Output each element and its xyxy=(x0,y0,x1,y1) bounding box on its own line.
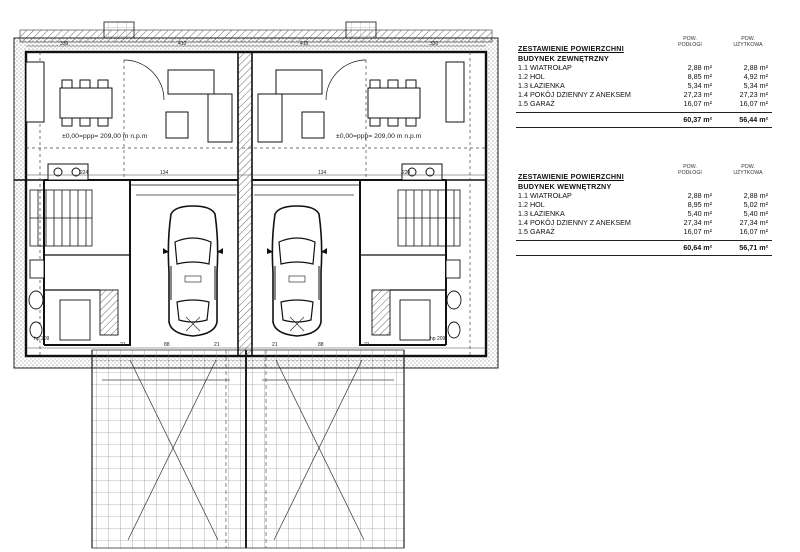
table-row: 1.1 WIATROŁAP 2,88 m² 2,88 m² xyxy=(518,191,768,200)
bathroom-right xyxy=(371,259,462,341)
table-row: 1.5 GARAŻ 16,07 m² 16,07 m² xyxy=(518,99,768,108)
area-table-inner-building: ZESTAWIENIE POWIERZCHNI POW.PODŁOGI POW.… xyxy=(516,164,772,256)
table-row: 1.4 POKÓJ DZIENNY Z ANEKSEM 27,23 m² 27,… xyxy=(518,90,768,99)
table-subtitle: BUDYNEK ZEWNĘTRZNY xyxy=(518,54,610,63)
dim-top-mid-left: 410 xyxy=(178,41,187,47)
table-row: 1.2 HOL 8,85 m² 4,92 m² xyxy=(518,72,768,81)
car-left-icon xyxy=(162,205,224,337)
left-unit-furniture xyxy=(25,59,233,181)
table-row: 1.2 HOL 8,95 m² 5,02 m² xyxy=(518,200,768,209)
dim-mid-right-1: 134 xyxy=(318,170,327,176)
col-header-floor: POW.PODŁOGI xyxy=(678,164,702,176)
dim-mid-left-2: 134 xyxy=(160,170,169,176)
dining-table-left xyxy=(59,87,113,119)
table-total-row: 60,37 m² 56,44 m² xyxy=(516,112,772,125)
car-right-icon xyxy=(266,205,328,337)
table-subtitle: BUDYNEK WEWNĘTRZNY xyxy=(518,182,612,191)
dim-bot-left-2: 88 xyxy=(164,342,170,348)
bathroom-left xyxy=(28,259,119,341)
dim-mid-right-2: 224 xyxy=(402,170,411,176)
table-total-row: 60,64 m² 56,71 m² xyxy=(516,240,772,253)
table-title: ZESTAWIENIE POWIERZCHNI xyxy=(518,172,624,181)
col-header-usable: POW.UŻYTKOWA xyxy=(733,164,763,176)
table-row: 1.3 ŁAZIENKA 5,40 m² 5,40 m² xyxy=(518,209,768,218)
row-label-right: hp 209 xyxy=(430,336,446,342)
col-header-floor: POW.PODŁOGI xyxy=(678,36,702,48)
dim-bot-right-1: 21 xyxy=(272,342,278,348)
party-wall xyxy=(237,51,253,357)
right-unit-furniture xyxy=(257,59,465,181)
sofa-left xyxy=(167,69,215,95)
level-label-left: ±0,00=ppp= 209,00 m n.p.m xyxy=(62,133,148,140)
dim-top-mid-right: 410 xyxy=(300,41,309,47)
dimension-lines xyxy=(26,45,486,349)
table-row: 1.5 GARAŻ 16,07 m² 16,07 m² xyxy=(518,227,768,236)
dim-bot-left-3: 21 xyxy=(214,342,220,348)
dim-mid-left-1: 224 xyxy=(80,170,89,176)
area-table-outer-building: ZESTAWIENIE POWIERZCHNI POW.PODŁOGI POW.… xyxy=(516,36,772,128)
stairs-right xyxy=(397,189,461,247)
garage-marks xyxy=(136,194,354,332)
stairs-left xyxy=(29,189,93,247)
terrace-paving xyxy=(91,349,405,549)
dim-bot-right-2: 88 xyxy=(318,342,324,348)
level-label-right: ±0,00=ppp= 209,00 m n.p.m xyxy=(336,133,422,140)
dim-bot-right-3: 21 xyxy=(364,342,370,348)
dining-table-right xyxy=(367,87,421,119)
col-header-usable: POW.UŻYTKOWA xyxy=(733,36,763,48)
table-row: 1.4 POKÓJ DZIENNY Z ANEKSEM 27,34 m² 27,… xyxy=(518,218,768,227)
dim-top-right: 330 xyxy=(430,41,439,47)
sofa-right xyxy=(275,69,323,95)
table-row: 1.1 WIATROŁAP 2,88 m² 2,88 m² xyxy=(518,63,768,72)
table-title: ZESTAWIENIE POWIERZCHNI xyxy=(518,44,624,53)
dim-bot-left-1: 21 xyxy=(120,342,126,348)
table-row: 1.3 ŁAZIENKA 5,34 m² 5,34 m² xyxy=(518,81,768,90)
dim-top-left: 330 xyxy=(60,41,69,47)
row-label-left: hp 209 xyxy=(34,336,50,342)
entrance-steps xyxy=(103,21,377,39)
